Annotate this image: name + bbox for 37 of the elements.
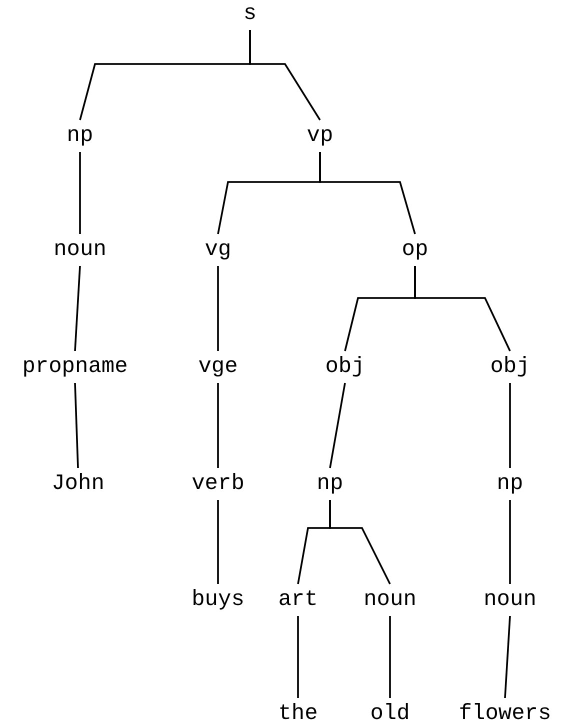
tree-label: op	[402, 238, 428, 262]
tree-label: noun	[484, 588, 536, 612]
tree-branch	[509, 500, 511, 584]
tree-branch	[74, 266, 81, 352]
tree-label: s	[243, 2, 257, 26]
tree-label: obj	[490, 355, 530, 379]
tree-label: John	[52, 472, 104, 496]
tree-branch	[329, 382, 346, 468]
tree-label: buys	[192, 588, 244, 612]
tree-branch	[504, 616, 511, 698]
tree-branch	[74, 382, 79, 468]
tree-label: np	[66, 124, 94, 148]
tree-label: verb	[192, 472, 244, 496]
tree-label: flowers	[458, 702, 552, 725]
tree-label: noun	[364, 588, 416, 612]
tree-label: vp	[306, 124, 334, 148]
tree-branch	[389, 616, 391, 698]
tree-label: vg	[204, 238, 232, 262]
tree-branch	[509, 383, 511, 468]
tree-label: the	[278, 702, 318, 725]
tree-branch	[217, 500, 219, 584]
tree-branch	[329, 500, 391, 584]
tree-branch	[217, 266, 219, 351]
tree-branch	[414, 266, 511, 352]
tree-label: noun	[54, 238, 106, 262]
tree-branch	[79, 152, 81, 234]
tree-label: old	[370, 702, 410, 725]
tree-branch	[217, 383, 219, 468]
tree-label: np	[496, 472, 524, 496]
tree-label: art	[278, 588, 318, 612]
tree-label: vge	[198, 355, 238, 379]
tree-branch	[297, 616, 299, 698]
tree-branch	[319, 152, 416, 234]
tree-branch	[249, 30, 321, 120]
tree-label: propname	[22, 355, 128, 379]
tree-label: obj	[325, 355, 365, 379]
tree-label: np	[316, 472, 344, 496]
